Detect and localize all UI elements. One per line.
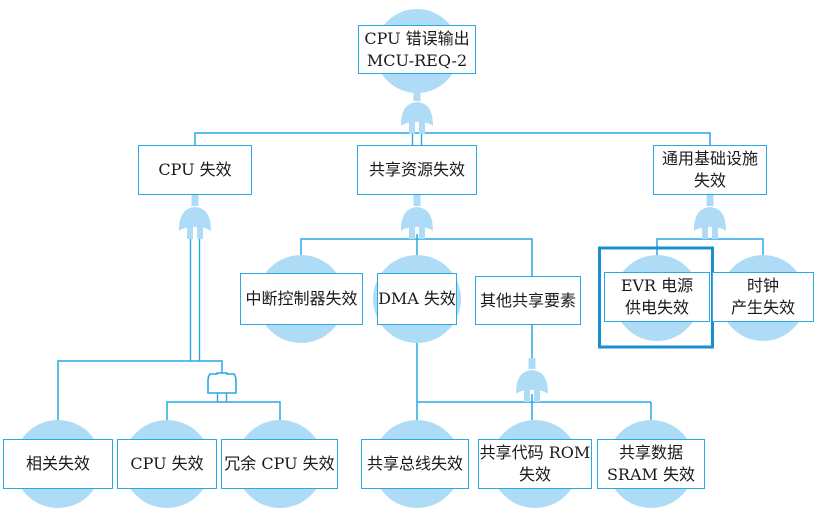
gates: [179, 90, 726, 402]
node-common-infra-line1: 通用基础设施: [661, 149, 758, 168]
node-shared-sram-line1: 共享数据: [618, 443, 683, 462]
edge-cpu-branch: [57, 360, 223, 420]
node-root-line1: CPU 错误输出: [364, 28, 470, 48]
edge-root-children: [194, 132, 711, 146]
node-cpu-basic-label: CPU 失效: [130, 454, 204, 473]
node-root-line2: MCU-REQ-2: [366, 50, 468, 70]
node-related-failure: 相关失效: [3, 439, 113, 489]
node-shared-bus-failure: 共享总线失效: [361, 439, 469, 489]
node-shared-resource-failure: 共享资源失效: [357, 145, 477, 195]
or-gate-icon-shared-resource: [401, 195, 433, 239]
node-root: CPU 错误输出 MCU-REQ-2: [358, 25, 476, 74]
and-gate-icon-cpu-group: [207, 372, 237, 394]
node-shared-sram-line2: SRAM 失效: [606, 465, 696, 484]
node-evr-line2: 供电失效: [624, 298, 689, 317]
node-clock-gen-failure: 时钟 产生失效: [712, 272, 814, 322]
node-dma-label: DMA 失效: [378, 289, 456, 308]
or-gate-icon-cpu: [179, 195, 211, 239]
node-redundant-cpu-failure: 冗余 CPU 失效: [221, 439, 338, 489]
node-cpu-failure-label: CPU 失效: [158, 160, 232, 179]
node-common-infra-failure: 通用基础设施 失效: [653, 145, 767, 195]
node-evr-line1: EVR 电源: [620, 276, 694, 295]
node-evr-power-failure: EVR 电源 供电失效: [604, 272, 710, 322]
node-shared-rom-line1: 共享代码 ROM: [479, 443, 591, 462]
edge-and-gate-legs: [216, 393, 228, 402]
edge-cpu-gate-legs: [189, 236, 201, 361]
node-cpu-failure-basic: CPU 失效: [117, 439, 217, 489]
node-cpu-failure: CPU 失效: [138, 145, 252, 195]
node-dma-failure: DMA 失效: [377, 273, 457, 325]
event-circles: [14, 9, 806, 508]
node-shared-resource-label: 共享资源失效: [368, 160, 465, 179]
edge-other-gate-children: [417, 394, 652, 420]
node-shared-rom-line2: 失效: [518, 465, 551, 484]
node-shared-data-sram-failure: 共享数据 SRAM 失效: [597, 439, 705, 489]
connector-lines: [57, 130, 764, 420]
node-interrupt-ctrl-label: 中断控制器失效: [245, 289, 358, 308]
edge-and-children: [166, 401, 281, 420]
node-other-shared-label: 其他共享要素: [479, 290, 576, 310]
or-gate-icon-common-infra: [694, 195, 726, 239]
node-clock-line1: 时钟: [746, 276, 779, 295]
node-related-label: 相关失效: [25, 454, 90, 473]
node-other-shared-elements: 其他共享要素: [475, 276, 581, 325]
node-redundant-cpu-label: 冗余 CPU 失效: [224, 454, 335, 473]
node-clock-line2: 产生失效: [730, 298, 795, 317]
node-common-infra-line2: 失效: [693, 171, 726, 190]
or-gate-icon-root: [401, 90, 433, 134]
node-shared-code-rom-failure: 共享代码 ROM 失效: [478, 439, 592, 489]
node-shared-bus-label: 共享总线失效: [366, 454, 463, 473]
node-interrupt-ctrl-failure: 中断控制器失效: [240, 273, 363, 325]
